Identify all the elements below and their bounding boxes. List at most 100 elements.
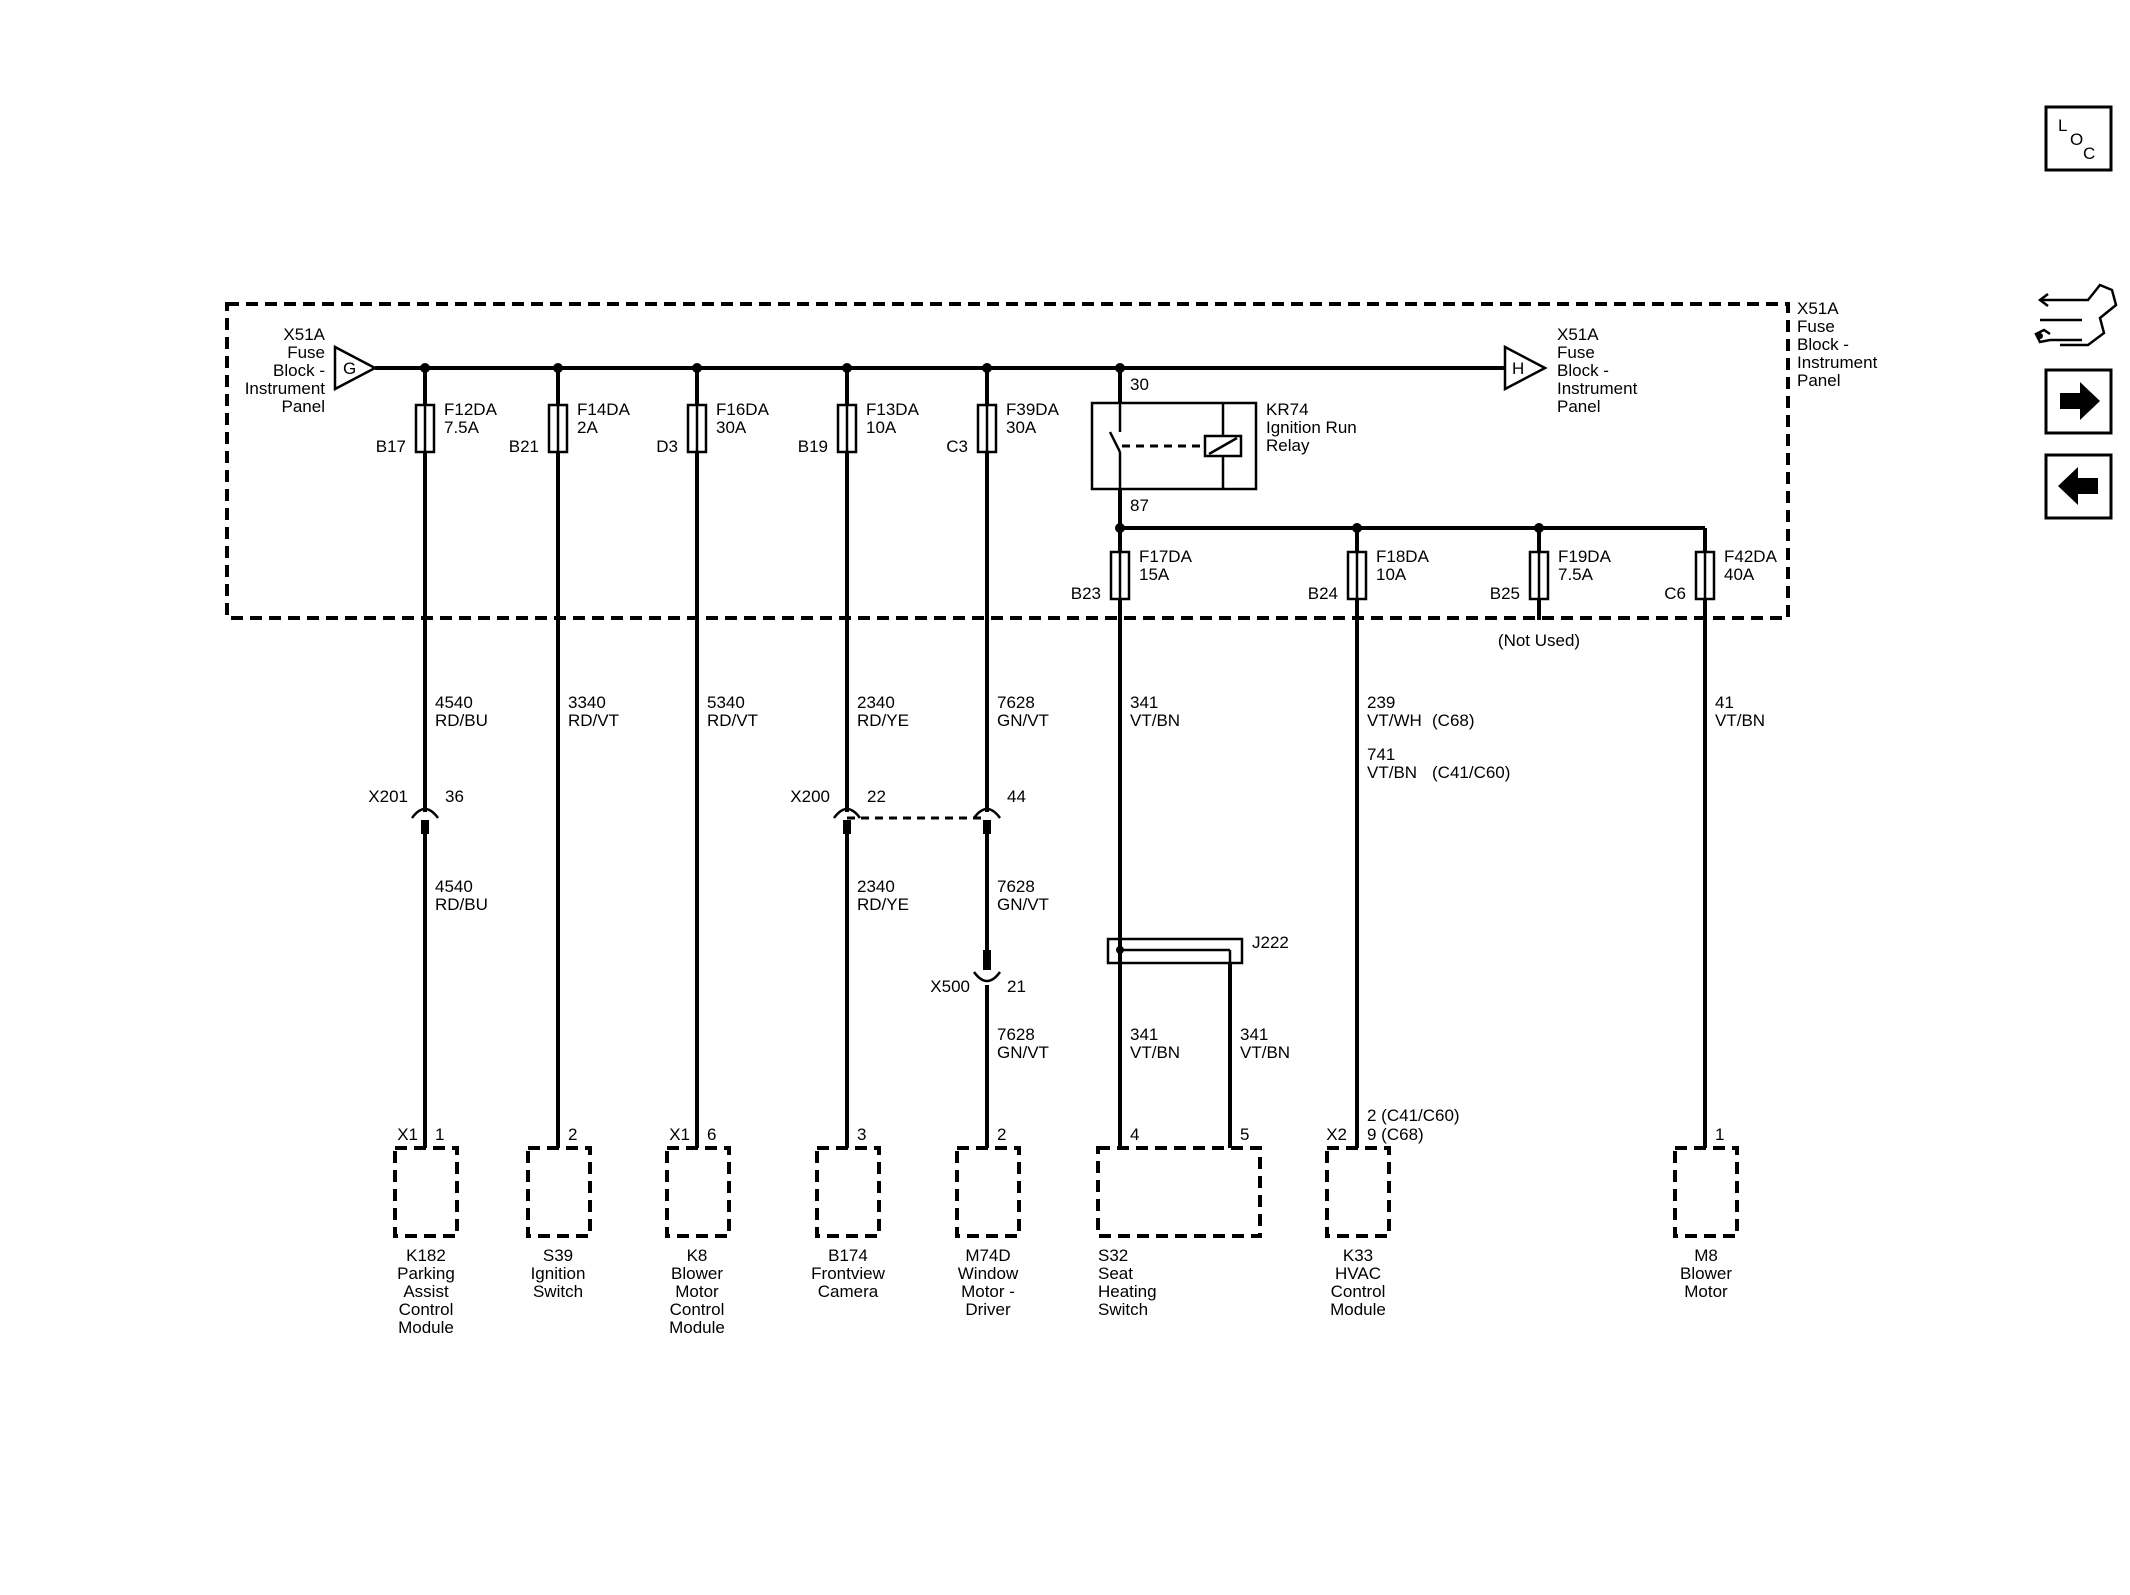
- svg-text:Instrument: Instrument: [1557, 379, 1638, 398]
- svg-text:Block -: Block -: [1557, 361, 1609, 380]
- relay-ref: KR74: [1266, 400, 1309, 419]
- svg-text:Fuse: Fuse: [1557, 343, 1595, 362]
- component-k8-label: K8 Blower Motor Control Module: [669, 1246, 725, 1337]
- svg-text:J222: J222: [1252, 933, 1289, 952]
- forward-button[interactable]: [2044, 368, 2113, 435]
- relay-switch-contact: [1108, 431, 1122, 453]
- svg-text:Panel: Panel: [282, 397, 325, 416]
- component-m74d-label: M74D Window Motor - Driver: [958, 1246, 1019, 1319]
- relay-box: [1090, 401, 1258, 491]
- fuse-f13da: F13DA 10A B19: [798, 363, 920, 456]
- svg-text:Module: Module: [669, 1318, 725, 1337]
- svg-text:Window: Window: [958, 1264, 1019, 1283]
- svg-text:3340: 3340: [568, 693, 606, 712]
- connector-wrench-icon[interactable]: [2034, 283, 2118, 347]
- component-b174-icon: [815, 1146, 881, 1238]
- component-k33-label: K33 HVAC Control Module: [1330, 1246, 1386, 1319]
- fuse-f14da: F14DA 2A B21: [509, 363, 631, 456]
- svg-text:VT/BN: VT/BN: [1367, 763, 1417, 782]
- svg-text:40A: 40A: [1724, 565, 1755, 584]
- svg-text:Frontview: Frontview: [811, 1264, 885, 1283]
- svg-text:S32: S32: [1098, 1246, 1128, 1265]
- svg-text:B23: B23: [1071, 584, 1101, 603]
- svg-text:2 (C41/C60): 2 (C41/C60): [1367, 1106, 1460, 1125]
- connector-female-icon: [972, 807, 1002, 819]
- svg-text:B21: B21: [509, 437, 539, 456]
- svg-text:RD/BU: RD/BU: [435, 711, 488, 730]
- svg-text:X500: X500: [930, 977, 970, 996]
- svg-text:1: 1: [1715, 1125, 1724, 1144]
- svg-text:Blower: Blower: [671, 1264, 723, 1283]
- svg-text:5: 5: [1240, 1125, 1249, 1144]
- svg-text:2: 2: [568, 1125, 577, 1144]
- connector-h-label: H: [1512, 359, 1524, 378]
- svg-text:239: 239: [1367, 693, 1395, 712]
- fuse-f18da: F18DA 10A B24: [1308, 523, 1430, 603]
- component-s39-icon: [526, 1146, 592, 1238]
- svg-text:2: 2: [997, 1125, 1006, 1144]
- connector-x500: X500 21: [930, 950, 1026, 996]
- component-m8-icon: [1673, 1146, 1739, 1238]
- circuit-m8: 41 VT/BN 1 M8 Blower Motor: [1673, 599, 1765, 1301]
- svg-text:Parking: Parking: [397, 1264, 455, 1283]
- arrow-left-icon: [2058, 467, 2098, 505]
- svg-text:X201: X201: [368, 787, 408, 806]
- svg-text:2A: 2A: [577, 418, 598, 437]
- svg-text:22: 22: [867, 787, 886, 806]
- relay-pin-87: 87: [1130, 496, 1149, 515]
- svg-text:RD/VT: RD/VT: [568, 711, 619, 730]
- svg-text:Seat: Seat: [1098, 1264, 1133, 1283]
- splice-pack-icon: [1106, 937, 1244, 965]
- svg-text:GN/VT: GN/VT: [997, 711, 1049, 730]
- svg-text:36: 36: [445, 787, 464, 806]
- svg-text:K8: K8: [687, 1246, 708, 1265]
- svg-text:B19: B19: [798, 437, 828, 456]
- svg-text:341: 341: [1240, 1025, 1268, 1044]
- svg-text:Ignition: Ignition: [531, 1264, 586, 1283]
- svg-text:VT/BN: VT/BN: [1130, 1043, 1180, 1062]
- svg-text:C6: C6: [1664, 584, 1686, 603]
- fuse-f42da: F42DA 40A C6: [1664, 528, 1778, 603]
- svg-text:VT/BN: VT/BN: [1240, 1043, 1290, 1062]
- component-k182-icon: [393, 1146, 459, 1238]
- svg-text:X1: X1: [397, 1125, 418, 1144]
- svg-text:X2: X2: [1326, 1125, 1347, 1144]
- svg-text:Control: Control: [1331, 1282, 1386, 1301]
- back-button[interactable]: [2044, 453, 2113, 520]
- fuse-f19da: F19DA 7.5A B25 (Not Used): [1490, 523, 1612, 650]
- component-s39-label: S39 Ignition Switch: [531, 1246, 586, 1301]
- fuse-f39da: F39DA 30A C3: [946, 363, 1060, 456]
- svg-text:30A: 30A: [1006, 418, 1037, 437]
- svg-text:Ignition Run: Ignition Run: [1266, 418, 1357, 437]
- svg-text:4540: 4540: [435, 693, 473, 712]
- svg-text:Panel: Panel: [1557, 397, 1600, 416]
- component-b174-label: B174 Frontview Camera: [811, 1246, 885, 1301]
- relay-pin-30: 30: [1130, 375, 1149, 394]
- not-used-label: (Not Used): [1498, 631, 1580, 650]
- svg-text:VT/WH: VT/WH: [1367, 711, 1422, 730]
- svg-text:Driver: Driver: [965, 1300, 1011, 1319]
- svg-text:2340: 2340: [857, 877, 895, 896]
- circuit-k182: 4540 RD/BU X201 36 4540 RD/BU X1 1 K182 …: [368, 452, 488, 1337]
- circuit-b174: 2340 RD/YE X200 22 2340 RD/YE 3 B174 Fro…: [790, 452, 987, 1301]
- svg-text:RD/BU: RD/BU: [435, 895, 488, 914]
- svg-text:RD/VT: RD/VT: [707, 711, 758, 730]
- fuse-block-outer-label: X51A Fuse Block - Instrument Panel: [1797, 299, 1878, 390]
- loc-button[interactable]: L O C: [2044, 105, 2113, 172]
- connector-female-icon: [410, 807, 440, 819]
- circuit-m74d: 7628 GN/VT 44 7628 GN/VT X500 21 7628 GN…: [930, 452, 1049, 1319]
- relay-kr74: 30 KR74 Ignition Run Relay 87: [1090, 363, 1357, 528]
- svg-text:F16DA: F16DA: [716, 400, 770, 419]
- fuse-f17da: F17DA 15A B23: [1071, 528, 1193, 603]
- svg-text:(C41/C60): (C41/C60): [1432, 763, 1510, 782]
- svg-text:GN/VT: GN/VT: [997, 895, 1049, 914]
- arrow-right-icon: [2060, 382, 2100, 420]
- svg-text:F14DA: F14DA: [577, 400, 631, 419]
- splice-j222: J222: [1106, 933, 1289, 965]
- svg-text:F39DA: F39DA: [1006, 400, 1060, 419]
- svg-text:4540: 4540: [435, 877, 473, 896]
- svg-text:Instrument: Instrument: [1797, 353, 1878, 372]
- connector-g-icon: [333, 344, 378, 392]
- svg-text:C3: C3: [946, 437, 968, 456]
- fuse-f12da: F12DA 7.5A B17: [376, 363, 498, 456]
